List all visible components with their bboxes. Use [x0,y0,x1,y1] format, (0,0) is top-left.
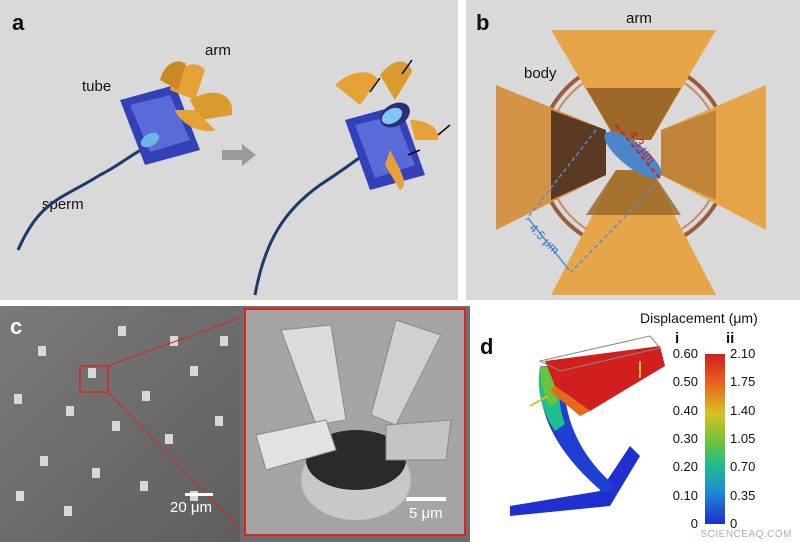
sem-array-image [0,306,240,542]
panel-a: a arm tube sperm [0,0,458,300]
colorbar-tick-label: 0.20 [672,459,698,475]
panel-a-label: a [12,10,25,35]
sperm-label: sperm [42,196,84,213]
watermark: SCIENCEAQ.COM [700,529,792,540]
colorbar-ticks-ii: 2.10 1.75 1.40 1.05 0.70 0.35 0 [730,346,772,531]
sem-zoom-frame: 5 μm [244,308,466,536]
col-i-header: i [675,330,680,347]
colorbar-title: Displacement (μm) [640,310,758,326]
panel-c: c 20 μm 5 μm [0,306,470,542]
tube-left-shape [120,85,200,165]
colorbar-tick-label: 0 [690,516,698,531]
body-label: body [524,65,557,82]
colorbar-tick-label: 2.10 [730,346,756,361]
colorbar-tick-label: 0.70 [730,459,756,475]
panel-d-label: d [480,334,494,359]
colorbar [705,354,725,524]
colorbar-tick-label: 0.35 [730,487,756,503]
panel-b-label: b [476,10,490,35]
scalebar-left-label: 20 μm [170,499,212,516]
colorbar-tick-label: 0.30 [672,431,698,446]
colorbar-tick-label: 1.40 [730,402,756,418]
tube-label: tube [82,78,112,95]
colorbar-tick-label: 1.05 [730,431,756,446]
colorbar-tick-label: 0.40 [672,402,698,418]
fem-simulation [510,335,665,516]
colorbar-tick-label: 0 [730,516,738,531]
colorbar-ticks-i: 0.60 0.50 0.40 0.30 0.20 0.10 0 [656,346,698,531]
colorbar-tick-label: 1.75 [730,374,756,390]
scalebar-right-label: 5 μm [409,505,443,522]
microflower-illustration [16,59,451,296]
top-view-diagram [496,30,766,295]
colorbar-tick-label: 0.60 [672,346,698,361]
panel-d: d Displacement (μm) i ii 0.60 0.50 0.40 0.3… [470,306,800,542]
col-ii-header: ii [726,330,735,347]
panel-c-label: c [10,314,23,339]
panel-b: b arm body 4.5 μm 4.3 μm [466,0,800,300]
tube-right-shape [345,102,425,190]
arm-label-b: arm [626,10,652,27]
sem-zoom-image [246,310,464,534]
colorbar-tick-label: 0.10 [672,487,698,503]
colorbar-tick-label: 0.50 [672,374,698,390]
arm-label: arm [205,42,231,59]
